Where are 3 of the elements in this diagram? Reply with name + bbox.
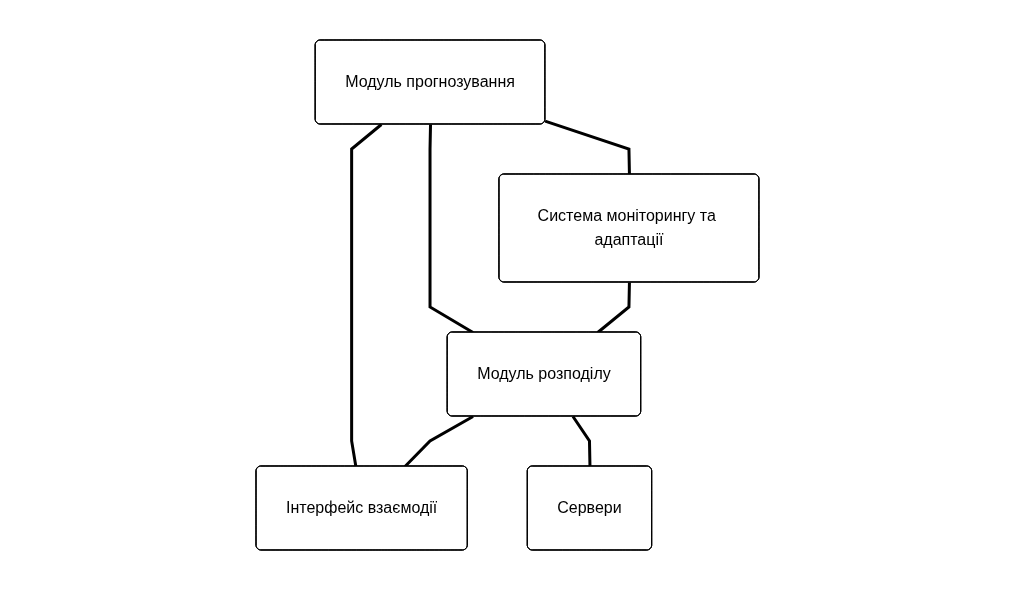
connector [349, 122, 382, 467]
connector [544, 119, 631, 175]
connector [571, 415, 591, 467]
